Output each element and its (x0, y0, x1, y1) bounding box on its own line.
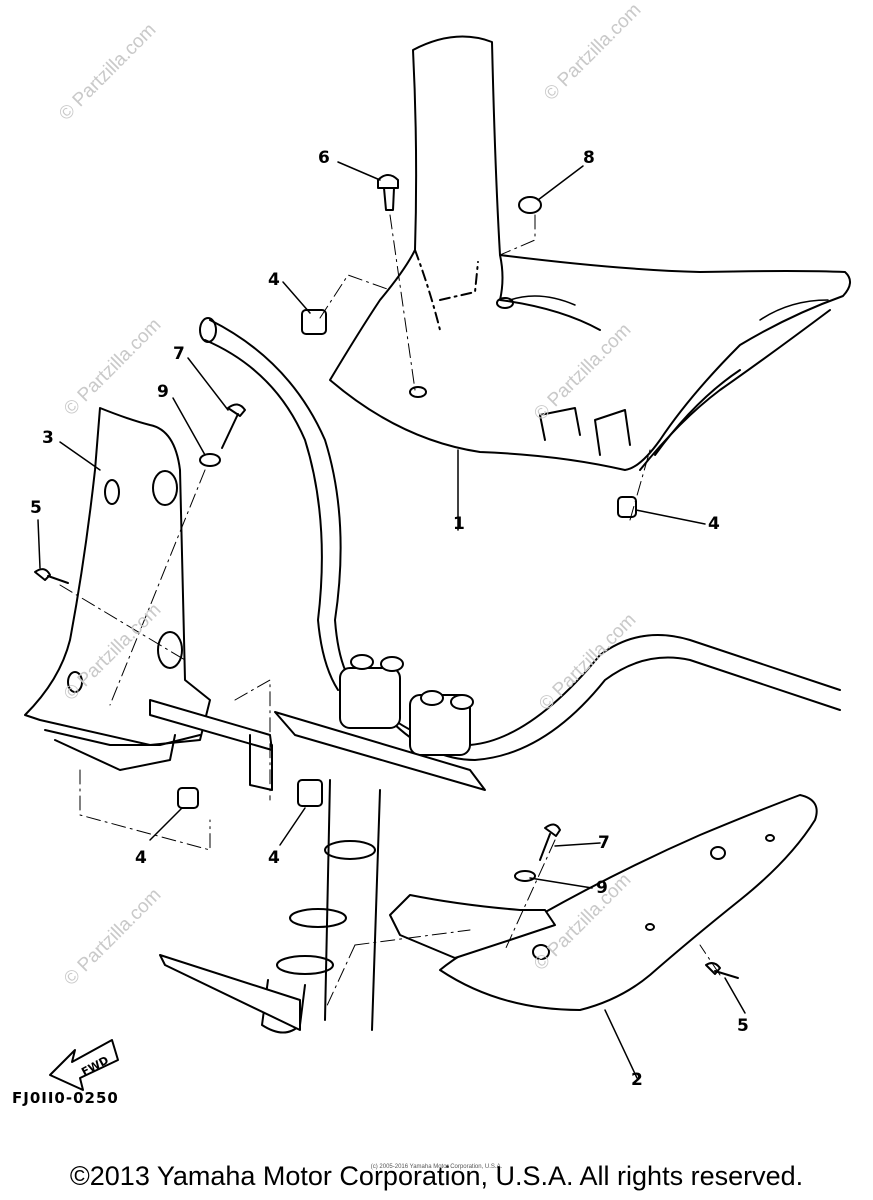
callout-6: 6 (318, 148, 330, 168)
callout-7: 7 (598, 833, 610, 853)
leader-lines (37, 161, 746, 1079)
hardware (34, 174, 739, 979)
part-3-left-side-cover (24, 407, 273, 791)
steering-stem (159, 654, 486, 1034)
small-credit: (c) 2005-2016 Yamaha Motor Corporation, … (370, 1164, 503, 1170)
callout-3: 3 (42, 428, 54, 448)
alignment-lines (59, 214, 721, 1011)
diagram-code: FJ0II0-0250 (12, 1089, 119, 1107)
callout-4: 4 (135, 848, 147, 868)
fwd-arrow (49, 1039, 119, 1091)
callout-5: 5 (737, 1016, 749, 1036)
callout-5: 5 (30, 498, 42, 518)
part-2-right-side-cover (389, 794, 818, 1011)
part-1-upper-cover (329, 35, 851, 471)
callout-9: 9 (157, 382, 169, 402)
callout-7: 7 (173, 344, 185, 364)
callout-2: 2 (631, 1070, 643, 1090)
callout-4: 4 (268, 848, 280, 868)
callout-8: 8 (583, 148, 595, 168)
copyright-notice: ©2013 Yamaha Motor Corporation, U.S.A. A… (69, 1161, 804, 1191)
callout-4: 4 (708, 514, 720, 534)
callout-4: 4 (268, 270, 280, 290)
callout-1: 1 (453, 514, 465, 534)
callout-9: 9 (596, 878, 608, 898)
